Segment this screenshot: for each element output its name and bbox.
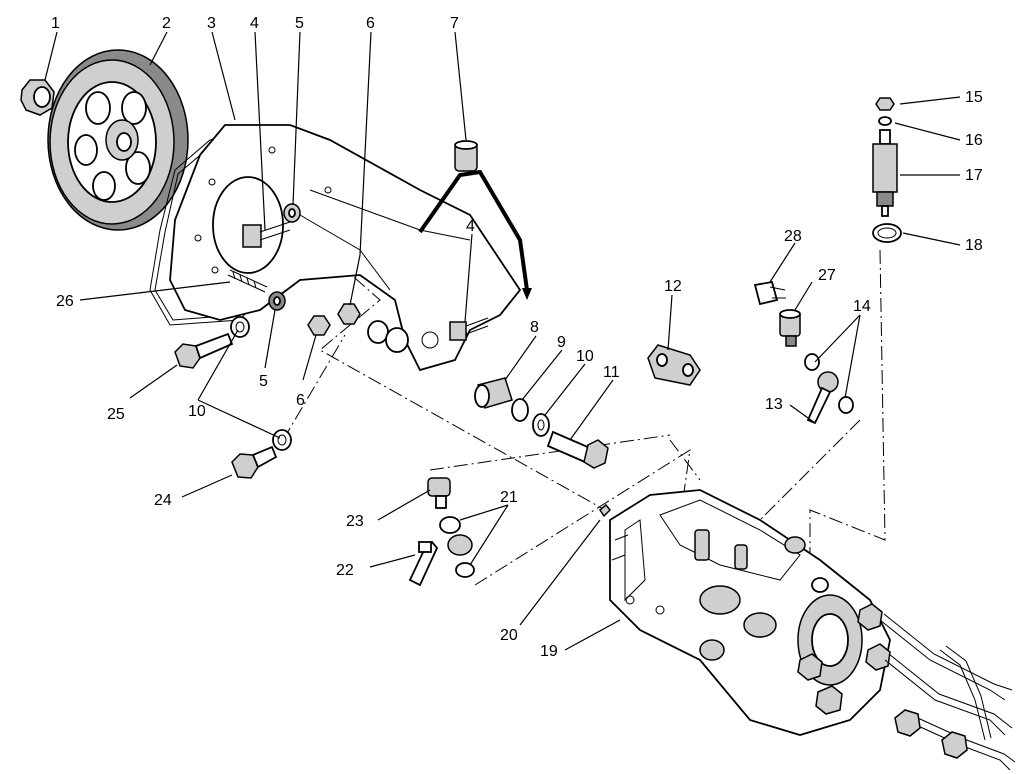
sleeve-part-7 — [454, 140, 478, 172]
callout-25: 25 — [107, 406, 125, 423]
key-part-20 — [599, 503, 612, 518]
washer-pair — [367, 320, 409, 353]
callout-6-lower: 6 — [296, 392, 305, 409]
injector-part-17 — [872, 129, 898, 217]
washer-part-5a — [283, 203, 301, 223]
callout-11: 11 — [603, 364, 620, 381]
banjo-part-13 — [806, 371, 839, 425]
callout-27: 27 — [818, 267, 836, 284]
washer-part-21a — [439, 516, 461, 534]
bolt-part-24 — [231, 445, 278, 479]
callout-14: 14 — [853, 298, 871, 315]
bolt-part-4b — [449, 317, 489, 341]
callout-17: 17 — [965, 167, 983, 184]
callout-28: 28 — [784, 228, 802, 245]
fitting-part-28 — [753, 280, 786, 306]
callout-6: 6 — [366, 15, 375, 32]
nut-part-6a — [337, 303, 361, 325]
callout-15: 15 — [965, 89, 983, 106]
pipe-part-22 — [408, 540, 439, 587]
callout-3: 3 — [207, 15, 216, 32]
washer-part-5b — [268, 291, 286, 311]
washer-part-14b — [838, 396, 854, 414]
belt-loop — [418, 169, 532, 300]
callout-10: 10 — [576, 348, 594, 365]
spacer-part-8 — [474, 377, 513, 409]
callout-1: 1 — [51, 15, 60, 32]
callout-10-lower: 10 — [188, 403, 206, 420]
bolt-part-4a — [242, 221, 291, 248]
injection-pump-part-19 — [609, 489, 891, 736]
plate-part-12 — [647, 344, 701, 386]
nut-part-15 — [875, 97, 895, 111]
washer-part-14a — [804, 353, 820, 371]
callout-21: 21 — [500, 489, 518, 506]
callout-5-lower: 5 — [259, 373, 268, 390]
gear-part — [47, 49, 189, 231]
callout-19: 19 — [540, 643, 558, 660]
callout-7: 7 — [450, 15, 459, 32]
stud-part-26 — [227, 269, 268, 293]
callout-4-bracket: 4 — [466, 218, 475, 235]
washer-part-10b — [272, 429, 292, 451]
injector-pipes — [879, 613, 1016, 771]
nut-part-1 — [20, 79, 55, 116]
bolt-part-11 — [546, 430, 609, 469]
callout-26: 26 — [56, 293, 74, 310]
seal-part-18 — [872, 223, 902, 243]
leader-lines — [44, 31, 961, 651]
callout-8: 8 — [530, 319, 539, 336]
nut-part-6b — [307, 315, 331, 336]
banjo-bolt-part-23 — [427, 477, 451, 509]
callout-20: 20 — [500, 627, 518, 644]
callout-13: 13 — [765, 396, 783, 413]
callout-9: 9 — [557, 334, 566, 351]
washer-part-16 — [878, 116, 892, 126]
washer-part-10a — [230, 316, 250, 338]
callout-23: 23 — [346, 513, 364, 530]
callout-22: 22 — [336, 562, 354, 579]
callout-labels: 1 2 3 4 5 6 7 4 8 9 10 11 12 13 14 15 16… — [51, 15, 983, 660]
callout-5: 5 — [295, 15, 304, 32]
washer-part-21c — [455, 562, 475, 578]
callout-12: 12 — [664, 278, 682, 295]
callout-18: 18 — [965, 237, 983, 254]
callout-16: 16 — [965, 132, 983, 149]
banjo-part-21b — [447, 534, 473, 556]
callout-24: 24 — [154, 492, 172, 509]
callout-4: 4 — [250, 15, 259, 32]
bolt-part-25 — [174, 332, 234, 369]
banjo-bolt-part-27 — [779, 309, 801, 347]
washer-part-9 — [511, 398, 529, 422]
washer-part-10c — [532, 413, 550, 437]
callout-2: 2 — [162, 15, 171, 32]
